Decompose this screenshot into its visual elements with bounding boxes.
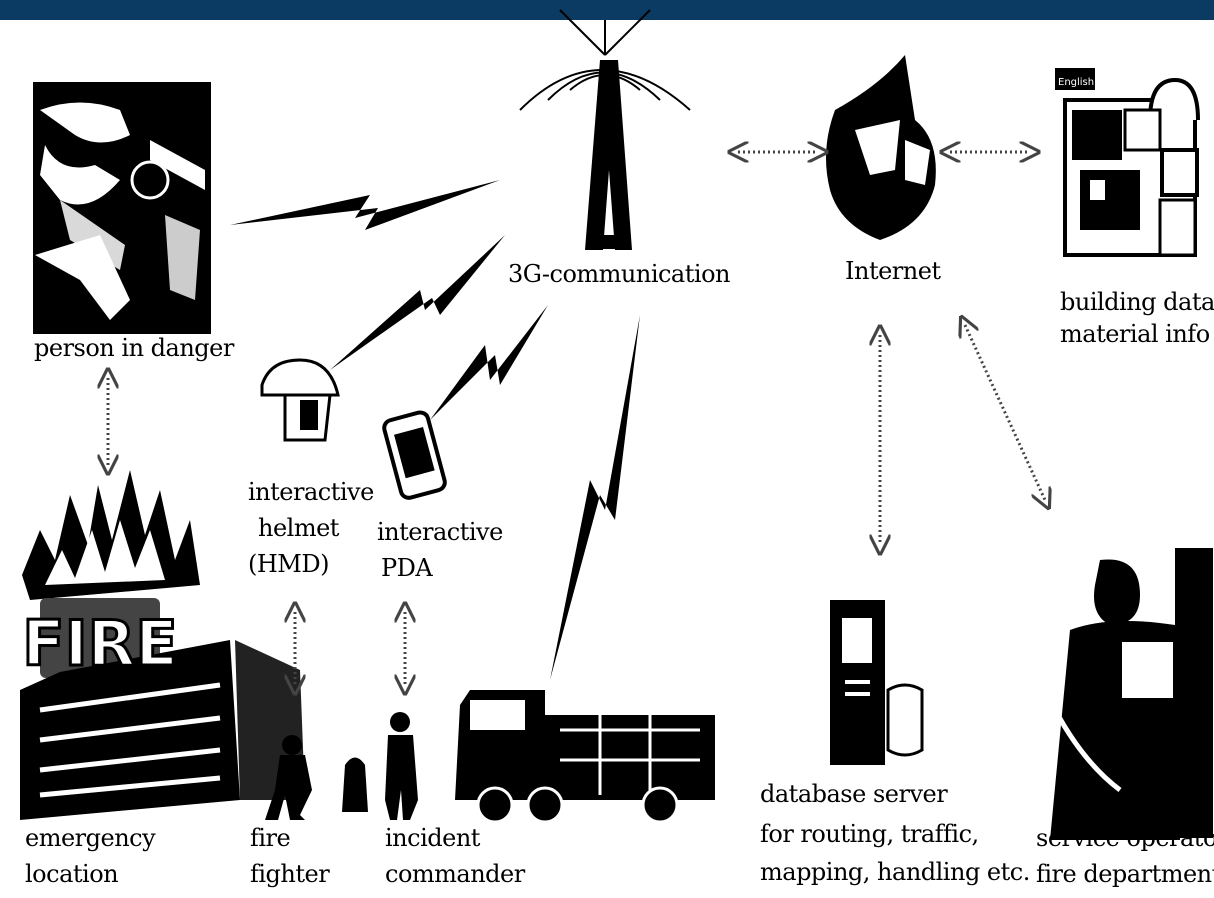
building-plan-title: English xyxy=(1058,77,1094,88)
burning-building-image xyxy=(20,470,305,820)
communication-label: 3G-communication xyxy=(508,260,730,288)
helmet-label-line1: interactive xyxy=(248,478,374,506)
incident-commander-image xyxy=(385,712,418,820)
pda-icon xyxy=(382,410,447,500)
person-in-danger-label: person in danger xyxy=(34,334,234,362)
fire-truck-image xyxy=(455,690,715,824)
helmet-label-line2: helmet xyxy=(258,514,339,542)
pda-label-line1: interactive xyxy=(377,518,503,546)
operator-label-line1: service operator xyxy=(1036,824,1214,852)
fire-fighter-label-line2: fighter xyxy=(250,860,330,888)
radio-tower-icon xyxy=(519,9,691,250)
emergency-label-line2: location xyxy=(25,860,119,888)
material-info-label: material info xyxy=(1060,320,1210,348)
internet-icon xyxy=(826,55,936,240)
commander-label-line2: commander xyxy=(385,860,525,888)
building-data-label: building data xyxy=(1060,288,1214,316)
database-label-line1: database server xyxy=(760,780,948,808)
fire-fighter-image xyxy=(265,735,368,820)
fire-fighter-label-line1: fire xyxy=(250,824,291,852)
database-label-line3: mapping, handling etc. xyxy=(760,858,1030,886)
database-label-line2: for routing, traffic, xyxy=(760,820,979,848)
building-plan-image xyxy=(1055,68,1200,257)
header-bar xyxy=(0,0,1214,20)
database-server-icon xyxy=(830,600,924,765)
wireless-link-pda-tower xyxy=(430,305,548,420)
operator-label-line2: fire department xyxy=(1036,860,1214,888)
person-in-danger-image xyxy=(33,82,211,334)
service-operator-image xyxy=(1047,548,1213,840)
commander-label-line1: incident xyxy=(385,824,480,852)
wireless-link-truck-tower xyxy=(550,315,640,680)
fire-sign-text: FIRE xyxy=(22,607,178,680)
pda-label-line2: PDA xyxy=(381,554,433,582)
wireless-link-helmet-tower xyxy=(330,235,505,370)
helmet-label-line3: (HMD) xyxy=(248,550,329,578)
link-internet-operator xyxy=(965,325,1045,500)
wireless-link-person-tower xyxy=(230,180,500,230)
internet-label: Internet xyxy=(845,257,941,285)
emergency-label-line1: emergency xyxy=(25,824,156,852)
helmet-icon xyxy=(260,358,340,442)
